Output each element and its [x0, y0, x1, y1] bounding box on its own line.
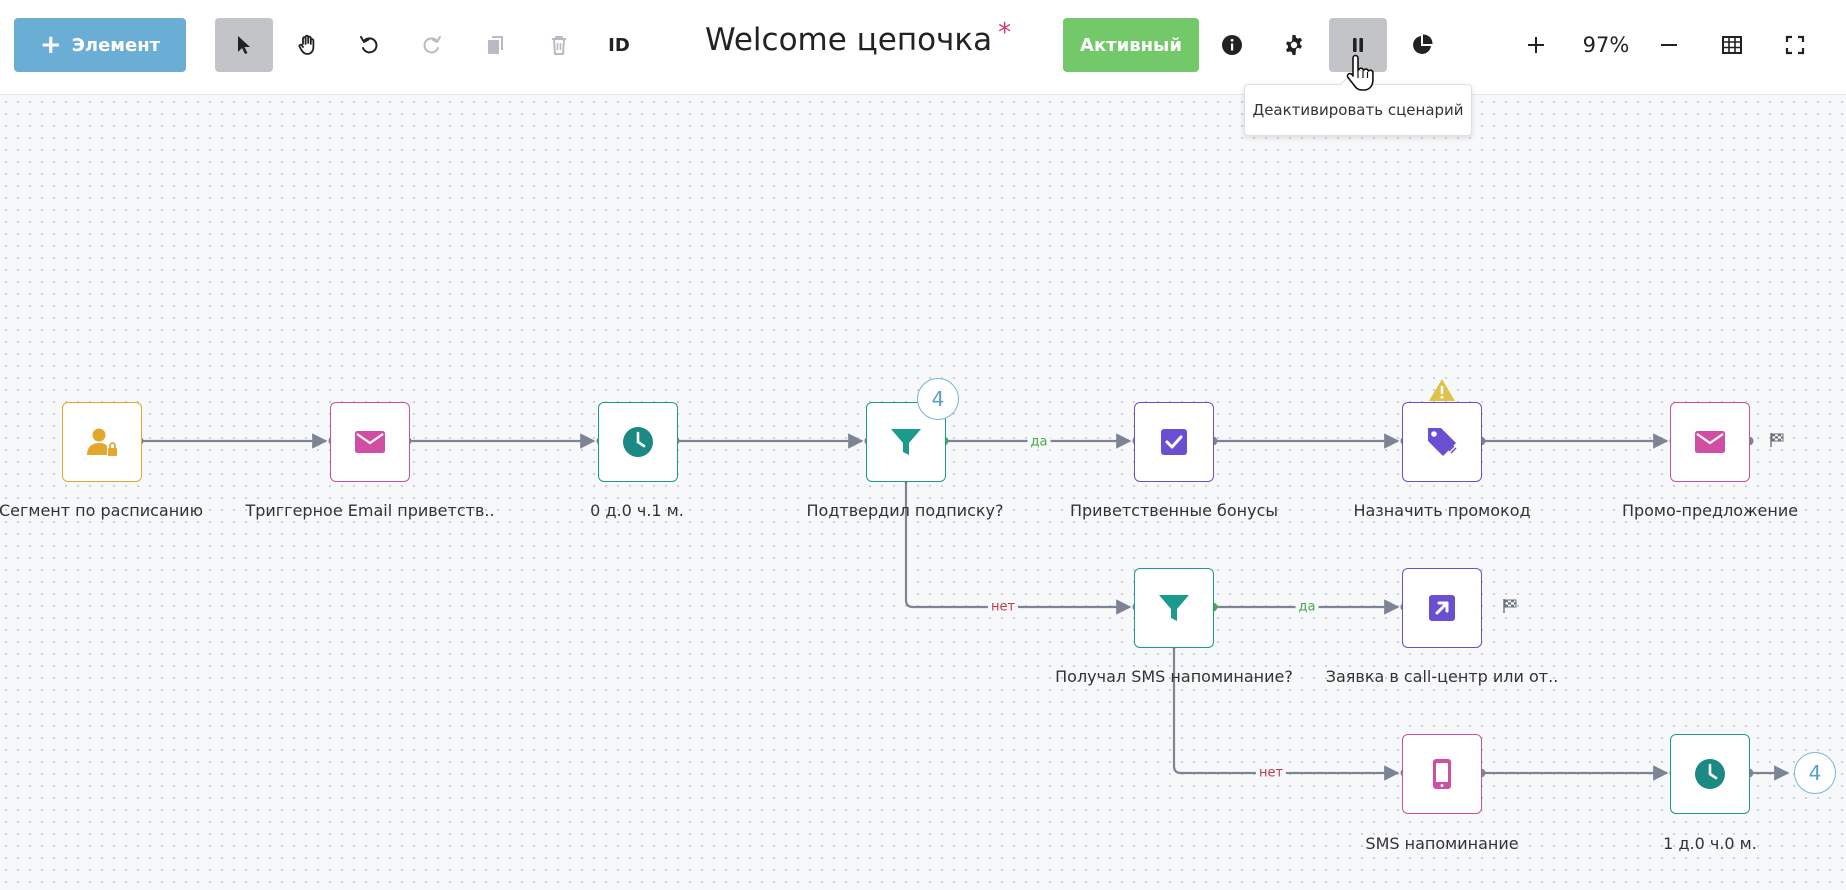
node-label: Приветственные бонусы: [1069, 501, 1279, 520]
node-label: 0 д.0 ч.1 м.: [590, 501, 684, 520]
undo-button[interactable]: [340, 18, 398, 72]
node-label: Промо-предложение: [1621, 501, 1799, 520]
finish-flag-icon: [1770, 433, 1784, 447]
info-icon: [1222, 35, 1242, 55]
node-callcenter[interactable]: [1402, 568, 1482, 648]
goto-count-badge[interactable]: 4: [1794, 752, 1836, 794]
gear-icon: [1286, 35, 1302, 55]
node-assign-promo[interactable]: [1402, 402, 1482, 482]
status-active-button[interactable]: Активный: [1063, 18, 1199, 72]
clock-icon: [623, 427, 653, 457]
node-promo-offer[interactable]: [1670, 402, 1750, 482]
pause-icon: [1353, 38, 1363, 52]
redo-icon: [423, 36, 441, 54]
node-sms-reminder[interactable]: [1402, 734, 1482, 814]
delete-button[interactable]: [530, 18, 588, 72]
count-badge[interactable]: 4: [917, 378, 959, 420]
minus-icon: [1661, 44, 1677, 46]
checkbox-icon: [1161, 429, 1187, 455]
edge-label-yes: да: [1027, 434, 1051, 450]
fullscreen-button[interactable]: [1766, 18, 1824, 72]
tag-icon: [1428, 428, 1457, 456]
edge-label-yes: да: [1295, 599, 1319, 615]
phone-icon: [1433, 759, 1451, 789]
fullscreen-icon: [1785, 35, 1805, 55]
node-filter-sms[interactable]: [1134, 568, 1214, 648]
node-label: Триггерное Email приветств..: [245, 501, 495, 520]
pointer-icon: [238, 36, 250, 54]
node-delay[interactable]: [1670, 734, 1750, 814]
plus-icon: +: [39, 30, 62, 60]
copy-button[interactable]: [466, 18, 524, 72]
zoom-out-button[interactable]: [1640, 18, 1698, 72]
node-label: Сегмент по расписанию: [0, 501, 204, 520]
table-icon: [1722, 36, 1742, 54]
scenario-title: Welcome цепочка: [705, 22, 993, 58]
pie-chart-icon: [1413, 34, 1433, 54]
statistics-button[interactable]: [1393, 18, 1451, 72]
trash-icon: [552, 36, 566, 55]
filter-icon: [891, 429, 921, 455]
external-link-icon: [1429, 595, 1455, 621]
add-element-label: Элемент: [71, 34, 161, 56]
zoom-in-button[interactable]: [1507, 18, 1565, 72]
unsaved-indicator: *: [998, 18, 1012, 48]
node-segment[interactable]: [62, 402, 142, 482]
id-label: ID: [608, 34, 630, 56]
info-button[interactable]: [1203, 18, 1261, 72]
warning-icon: [1429, 379, 1455, 401]
plus-icon: [1528, 37, 1544, 53]
edge-label-no: нет: [987, 599, 1019, 615]
hand-cursor-icon: [1346, 54, 1374, 91]
hand-icon: [298, 34, 315, 55]
grid-view-button[interactable]: [1703, 18, 1761, 72]
zoom-level: 97%: [1582, 33, 1630, 57]
node-welcome-bonus[interactable]: [1134, 402, 1214, 482]
node-trigger-email[interactable]: [330, 402, 410, 482]
pan-tool-button[interactable]: [278, 18, 336, 72]
edge-label-no: нет: [1255, 765, 1287, 781]
clock-icon: [1695, 759, 1725, 789]
page-title[interactable]: Welcome цепочка *: [705, 18, 1012, 68]
tooltip: Деактивировать сценарий: [1244, 84, 1472, 136]
node-label: SMS напоминание: [1365, 834, 1519, 853]
copy-icon: [488, 36, 503, 54]
node-label: Подтвердил подписку?: [806, 501, 1004, 520]
node-label: Получал SMS напоминание?: [1055, 667, 1293, 686]
node-label: Заявка в call-центр или от..: [1325, 667, 1559, 686]
user-segment-icon: [87, 428, 117, 456]
filter-icon: [1159, 595, 1189, 621]
select-tool-button[interactable]: [215, 18, 273, 72]
add-element-button[interactable]: + Элемент: [14, 18, 186, 72]
node-delay[interactable]: [598, 402, 678, 482]
id-toggle-button[interactable]: ID: [590, 18, 648, 72]
finish-flag-icon: [1503, 599, 1517, 613]
node-label: 1 д.0 ч.0 м.: [1663, 834, 1757, 853]
edge: [904, 478, 1132, 615]
envelope-icon: [355, 431, 385, 453]
edge: [1172, 644, 1400, 781]
undo-icon: [360, 36, 378, 54]
envelope-icon: [1695, 431, 1725, 453]
settings-button[interactable]: [1265, 18, 1323, 72]
toolbar: + Элемент ID Welcome цепочка * Активный: [0, 0, 1846, 95]
redo-button[interactable]: [403, 18, 461, 72]
node-label: Назначить промокод: [1353, 501, 1531, 520]
